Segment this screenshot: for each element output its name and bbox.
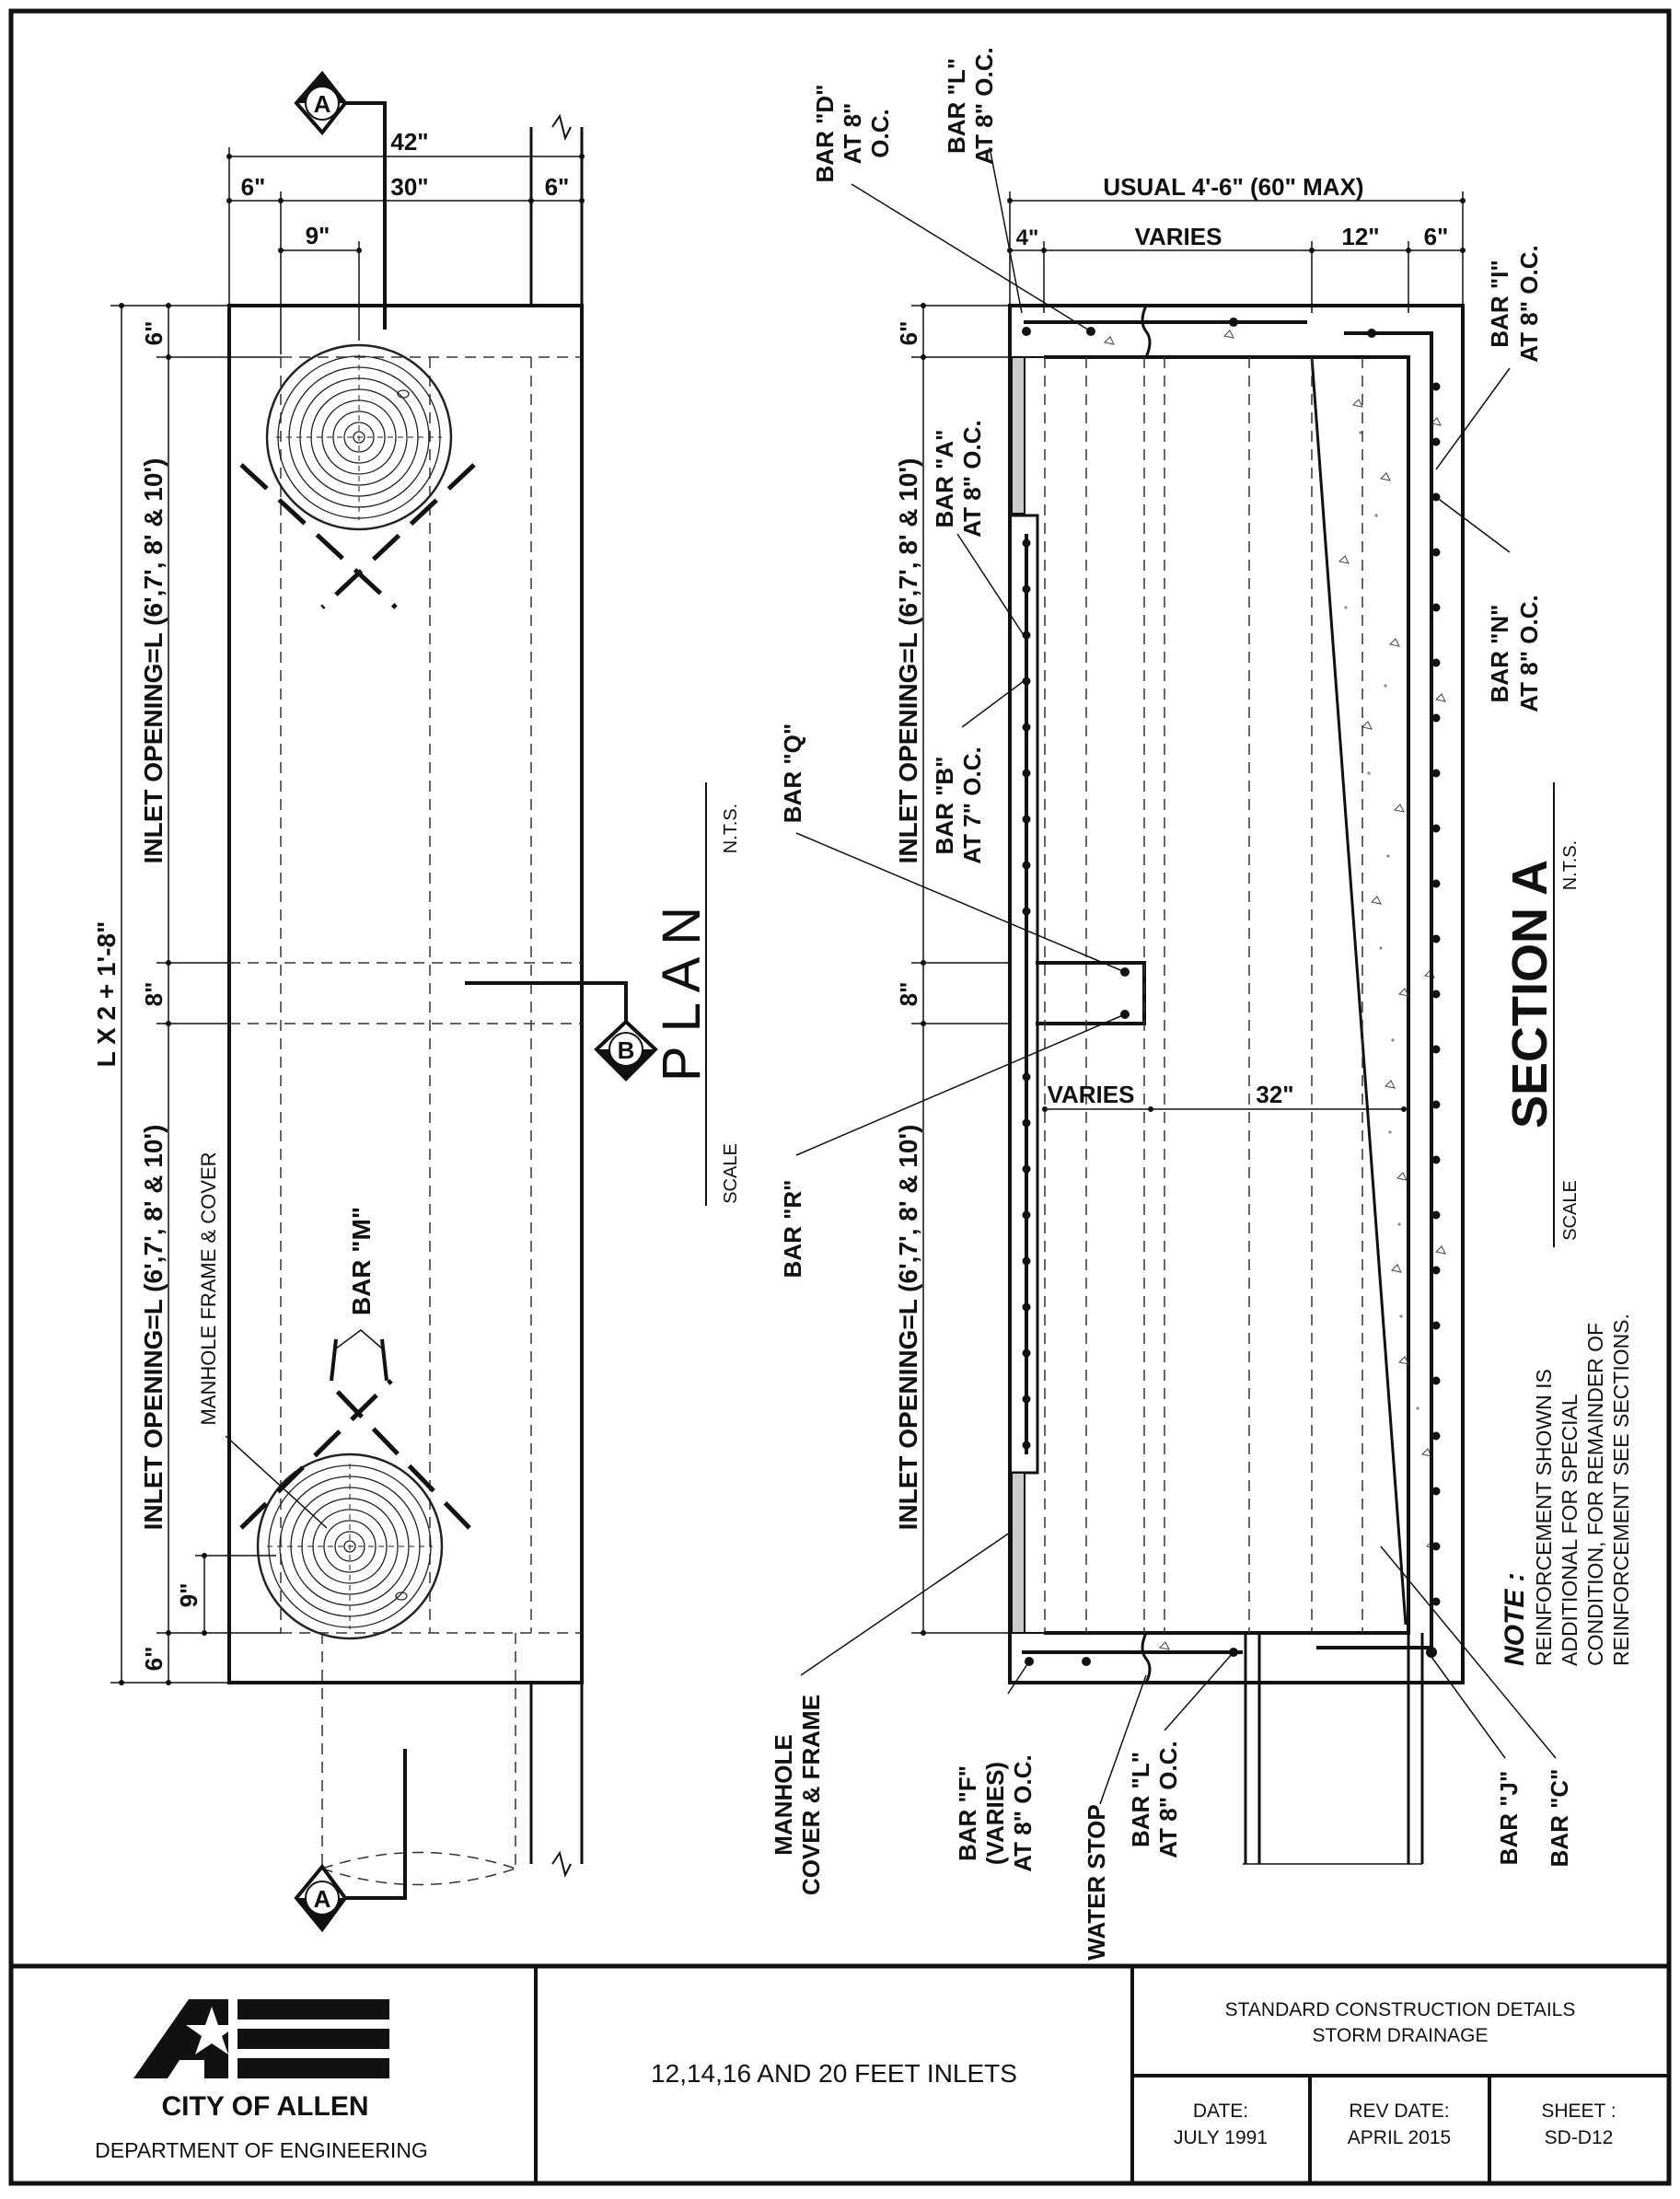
section-note: NOTE : REINFORCEMENT SHOWN IS ADDITIONAL… [1500, 1314, 1633, 1666]
date-label: DATE: [1193, 2101, 1248, 2122]
drawing-label: 4" [1016, 226, 1039, 250]
drawing-label: NOTE : [1500, 1572, 1530, 1666]
drawing-label: INLET OPENING=L (6',7', 8' & 10') [894, 1125, 922, 1531]
drawing-label: AT 8" O.C. [1515, 245, 1543, 362]
drawing-label: INLET OPENING=L (6',7', 8' & 10') [894, 458, 922, 864]
drawing-label: AT 8" O.C. [1009, 1754, 1037, 1871]
drawing-label: BAR "R" [779, 1180, 806, 1279]
section-bar-labels: BAR "D" AT 8" O.C. BAR "L" AT 8" O.C. BA… [770, 47, 1573, 1960]
drawing-label: BAR "F" [954, 1765, 981, 1861]
drawing-label: WATER STOP [1083, 1804, 1110, 1961]
date-value: JULY 1991 [1174, 2127, 1268, 2148]
drawing-label: 42" [390, 128, 428, 156]
drawing-label: BAR "D" [811, 85, 839, 183]
drawing-label: 32" [1256, 1081, 1293, 1108]
drawing-label: INLET OPENING=L (6',7', 8' & 10') [139, 458, 168, 864]
drawing-label: 6" [140, 321, 168, 346]
drawing-label: N.T.S. [721, 804, 741, 853]
drawing-label: BAR "C" [1546, 1769, 1573, 1868]
rev-date-label: REV DATE: [1349, 2101, 1449, 2122]
drawing-label: BAR "B" [931, 757, 958, 855]
drawing-label: MANHOLE [770, 1734, 797, 1855]
category-line1: STANDARD CONSTRUCTION DETAILS [1225, 1999, 1576, 2020]
drawing-label: BAR "I" [1486, 260, 1513, 347]
drawing-label: CONDITION, FOR REMAINDER OF [1583, 1323, 1607, 1666]
drawing-label: A [314, 1885, 331, 1913]
drawing-label: AT 8" [839, 103, 866, 165]
title-block [534, 1966, 1669, 2183]
section-marker-a-top: A [294, 70, 387, 330]
drawing-title: 12,14,16 AND 20 FEET INLETS [651, 2059, 1017, 2088]
drawing-label: (VARIES) [981, 1762, 1009, 1865]
drawing-label: L X 2 + 1'-8" [92, 921, 121, 1068]
manhole-top [265, 343, 453, 531]
sheet-label: SHEET : [1541, 2101, 1616, 2122]
section-a-view: USUAL 4'-6" (60" MAX) 4" VARIES 12" 6" 6… [770, 47, 1633, 1960]
drawing-label: AT 8" O.C. [1515, 595, 1543, 712]
plan-title: P L A N [652, 907, 712, 1082]
drawing-label: 6" [241, 173, 266, 201]
section-marker-a-bottom: A [294, 1749, 407, 1933]
city-name: CITY OF ALLEN [162, 2091, 369, 2122]
drawing-label: 6" [895, 321, 922, 346]
drawing-label: A [314, 90, 331, 118]
drawing-label: AT 7" O.C. [958, 747, 986, 863]
drawing-label: VARIES [1048, 1081, 1135, 1108]
drawing-label: 8" [895, 982, 922, 1007]
sheet-value: SD-D12 [1545, 2127, 1614, 2148]
drawing-label: INLET OPENING=L (6',7', 8' & 10') [139, 1125, 168, 1531]
bar-m-crosses [239, 463, 476, 1530]
drawing-label: REINFORCEMENT SEE SECTIONS. [1609, 1314, 1633, 1666]
drawing-label: 6" [545, 173, 570, 201]
drawing-label: BAR "M" [347, 1207, 376, 1315]
drawing-label: O.C. [866, 109, 894, 157]
drawing-label: 6" [140, 1647, 168, 1672]
department-name: DEPARTMENT OF ENGINEERING [95, 2138, 428, 2162]
drawing-label: BAR "N" [1486, 605, 1513, 703]
drawing-label: BAR "Q" [779, 723, 806, 823]
plan-view: A A B [92, 70, 741, 1933]
drawing-label: AT 8" O.C. [1154, 1741, 1182, 1858]
drawing-label: N.T.S. [1560, 840, 1581, 890]
drawing-label: 30" [390, 173, 428, 201]
drawing-label: BAR "J" [1495, 1771, 1523, 1866]
city-logo [133, 1999, 389, 2078]
category-line2: STORM DRAINAGE [1313, 2025, 1489, 2046]
sheet-border [8, 8, 1672, 2186]
drawing-label: MANHOLE FRAME & COVER [197, 1152, 220, 1425]
rev-date-value: APRIL 2015 [1348, 2127, 1451, 2148]
drawing-label: 6" [1424, 223, 1449, 250]
drawing-label: COVER & FRAME [797, 1695, 825, 1895]
drawing-label: BAR "L" [943, 58, 970, 154]
drawing-label: 12" [1341, 223, 1379, 250]
drawing-label: 8" [140, 982, 168, 1007]
drawing-label: USUAL 4'-6" (60" MAX) [1103, 173, 1363, 201]
drawing-label: BAR "L" [1127, 1752, 1154, 1847]
drawing-label: SCALE [721, 1143, 741, 1204]
drawing-label: 9" [306, 222, 330, 249]
section-marker-b: B [465, 981, 658, 1082]
drawing-label: VARIES [1135, 223, 1222, 250]
drawing-label: ADDITIONAL FOR SPECIAL [1558, 1394, 1582, 1666]
drawing-label: AT 8" O.C. [970, 47, 998, 164]
drawing-label: 9" [175, 1583, 203, 1608]
section-title: SECTION A [1502, 860, 1558, 1128]
drawing-label: REINFORCEMENT SHOWN IS [1532, 1369, 1556, 1666]
manhole-bottom [256, 1452, 444, 1640]
drawing-label: AT 8" O.C. [958, 420, 986, 537]
drawing-label: SCALE [1560, 1180, 1581, 1241]
plan-outline [227, 304, 584, 1684]
drawing-label: B [618, 1036, 635, 1064]
drawing-label: BAR "A" [931, 430, 958, 528]
